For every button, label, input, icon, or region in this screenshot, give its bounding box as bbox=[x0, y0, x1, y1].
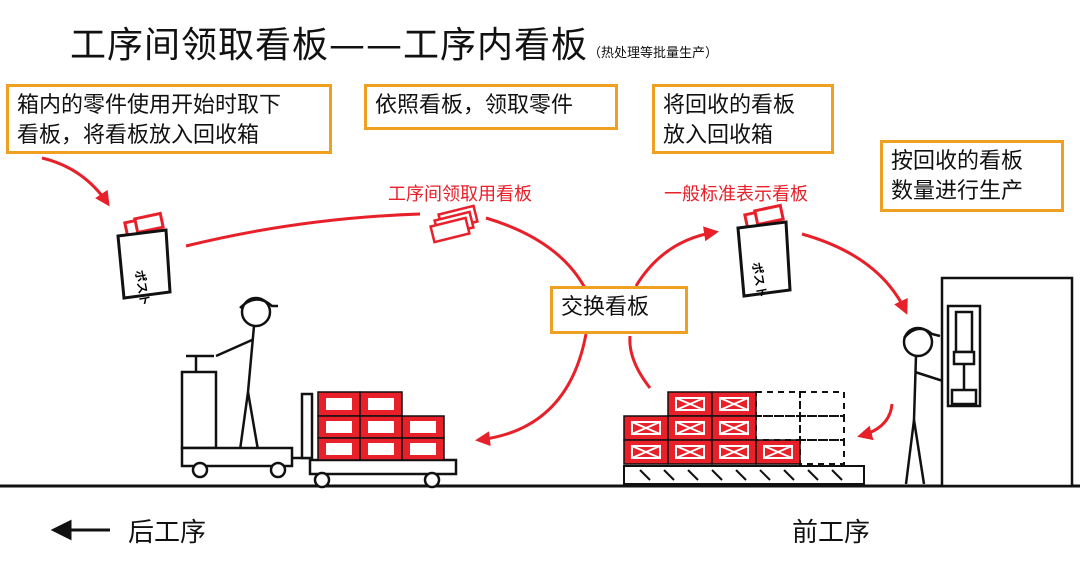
note-remove-kanban: 箱内的零件使用开始时取下 看板，将看板放入回收箱 bbox=[6, 84, 332, 154]
arrow-box-to-post bbox=[41, 156, 110, 207]
worker-on-cart-icon bbox=[180, 296, 458, 489]
post-box-left-icon: ポスト bbox=[116, 211, 172, 307]
post-box-right-icon: ポスト bbox=[736, 203, 792, 299]
post-label: ポスト bbox=[132, 269, 153, 307]
arrow-right-boxes-to-exchange bbox=[628, 335, 652, 389]
note-line: 依照看板，领取零件 bbox=[375, 93, 574, 118]
withdrawal-kanban-cards-icon bbox=[429, 204, 479, 244]
label-withdrawal-kanban: 工序间领取用看板 bbox=[388, 184, 532, 205]
note-line: 将回收的看板 bbox=[663, 93, 796, 118]
label-upstream: 前工序 bbox=[792, 518, 871, 548]
note-collect-kanban: 将回收的看板 放入回收箱 bbox=[652, 84, 834, 154]
note-line: 看板，将看板放入回收箱 bbox=[17, 123, 260, 148]
left-parts-boxes bbox=[317, 391, 445, 461]
note-line: 放入回收箱 bbox=[663, 123, 774, 148]
flow-arrows bbox=[41, 156, 908, 447]
note-line: 箱内的零件使用开始时取下 bbox=[17, 93, 282, 118]
arrow-machine-to-boxes bbox=[857, 403, 894, 441]
machine-icon bbox=[940, 276, 1074, 488]
note-line: 交换看板 bbox=[561, 295, 650, 320]
arrow-exchange-to-left-boxes bbox=[475, 333, 588, 447]
note-line: 数量进行生产 bbox=[891, 179, 1024, 204]
note-exchange-kanban: 交换看板 bbox=[550, 286, 688, 334]
label-downstream: 后工序 bbox=[128, 518, 207, 548]
arrow-post-right-to-machine bbox=[801, 232, 908, 315]
note-line: 按回收的看板 bbox=[891, 149, 1024, 174]
arrow-exchange-to-post-right bbox=[634, 226, 719, 287]
title-main: 工序间领取看板——工序内看板 bbox=[70, 25, 589, 66]
right-pallet bbox=[623, 465, 865, 485]
direction-arrow-icon bbox=[50, 519, 110, 541]
post-label: ポスト bbox=[749, 261, 770, 299]
right-parts-boxes bbox=[623, 391, 845, 465]
arrow-post-to-cards bbox=[185, 212, 421, 248]
note-withdraw-parts: 依照看板，领取零件 bbox=[364, 84, 618, 130]
arrow-cards-to-exchange bbox=[485, 216, 588, 291]
label-production-kanban: 一般标准表示看板 bbox=[664, 184, 808, 205]
page-title: 工序间领取看板——工序内看板（热处理等批量生产） bbox=[70, 16, 718, 68]
title-sub: （热处理等批量生产） bbox=[588, 46, 719, 61]
worker-at-machine-icon bbox=[902, 326, 947, 485]
note-produce: 按回收的看板 数量进行生产 bbox=[880, 140, 1064, 212]
